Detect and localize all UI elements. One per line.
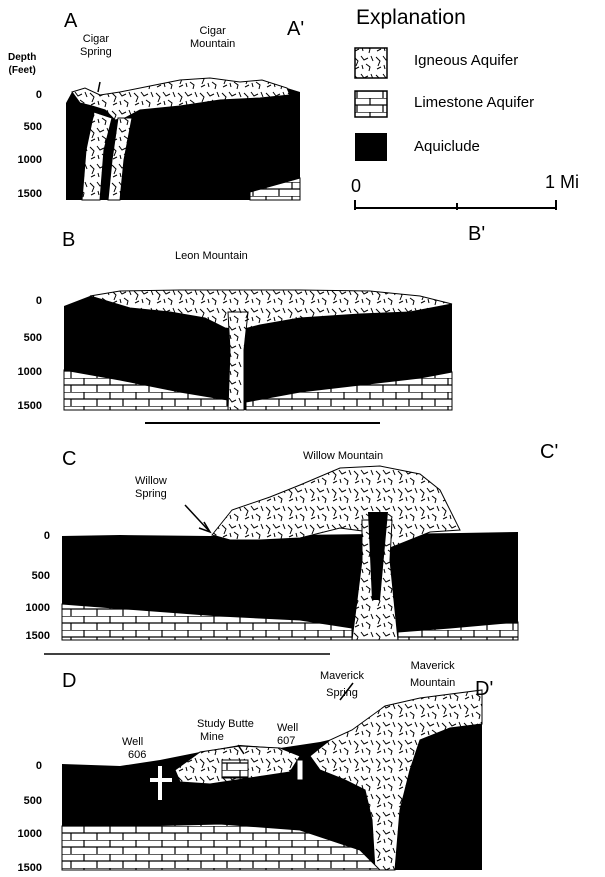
scale-start-label: 0 [351, 176, 361, 197]
a-tick-1000: 1000 [0, 154, 42, 166]
a-tick-1500: 1500 [0, 188, 42, 200]
depth-label: Depth(Feet) [8, 51, 36, 77]
b-tick-1500: 1500 [0, 400, 42, 412]
d-tick-0: 0 [0, 760, 42, 772]
study-butte-mine-symbol [222, 760, 248, 778]
scale-end-label: 1 Mi [545, 172, 579, 193]
a-tick-0: 0 [0, 89, 42, 101]
legend-igneous-aquifer: Igneous Aquifer [414, 52, 518, 69]
section-a-diagram [66, 78, 300, 200]
c-tick-500: 500 [8, 570, 50, 582]
d-tick-1000: 1000 [0, 828, 42, 840]
section-a-left-label: A [64, 10, 77, 33]
b-tick-1000: 1000 [0, 366, 42, 378]
explanation-title: Explanation [356, 6, 466, 30]
c-tick-0: 0 [8, 530, 50, 542]
section-c-diagram [44, 466, 518, 654]
section-d-diagram [62, 683, 482, 870]
a-tick-500: 500 [0, 121, 42, 133]
section-c-left-label: C [62, 448, 76, 471]
section-d-left-label: D [62, 670, 76, 693]
legend-aquiclude: Aquiclude [414, 138, 480, 155]
aquiclude-swatch [355, 133, 387, 161]
leon-mountain-label: Leon Mountain [175, 250, 248, 263]
section-c-spring-arrow [185, 505, 210, 532]
c-tick-1500: 1500 [8, 630, 50, 642]
legend-swatches [355, 48, 387, 161]
section-d-right-label: D' [475, 678, 493, 701]
d-tick-1500: 1500 [0, 862, 42, 874]
section-a-right-label: A' [287, 18, 304, 41]
d-tick-500: 500 [0, 795, 42, 807]
legend-limestone-aquifer: Limestone Aquifer [414, 94, 534, 111]
section-b-diagram [64, 290, 452, 423]
section-b-left-label: B [62, 229, 75, 252]
b-tick-500: 500 [0, 332, 42, 344]
scale-bar [355, 200, 556, 210]
section-b-right-label: B' [468, 223, 485, 246]
section-c-right-label: C' [540, 441, 558, 464]
igneous-aquifer-swatch [355, 48, 387, 78]
c-tick-1000: 1000 [8, 602, 50, 614]
willow-mountain-label: Willow Mountain [303, 450, 383, 463]
limestone-aquifer-swatch [355, 91, 387, 117]
well-607-symbol [297, 760, 303, 780]
section-a-spring-arrow [98, 82, 100, 92]
b-tick-0: 0 [0, 295, 42, 307]
